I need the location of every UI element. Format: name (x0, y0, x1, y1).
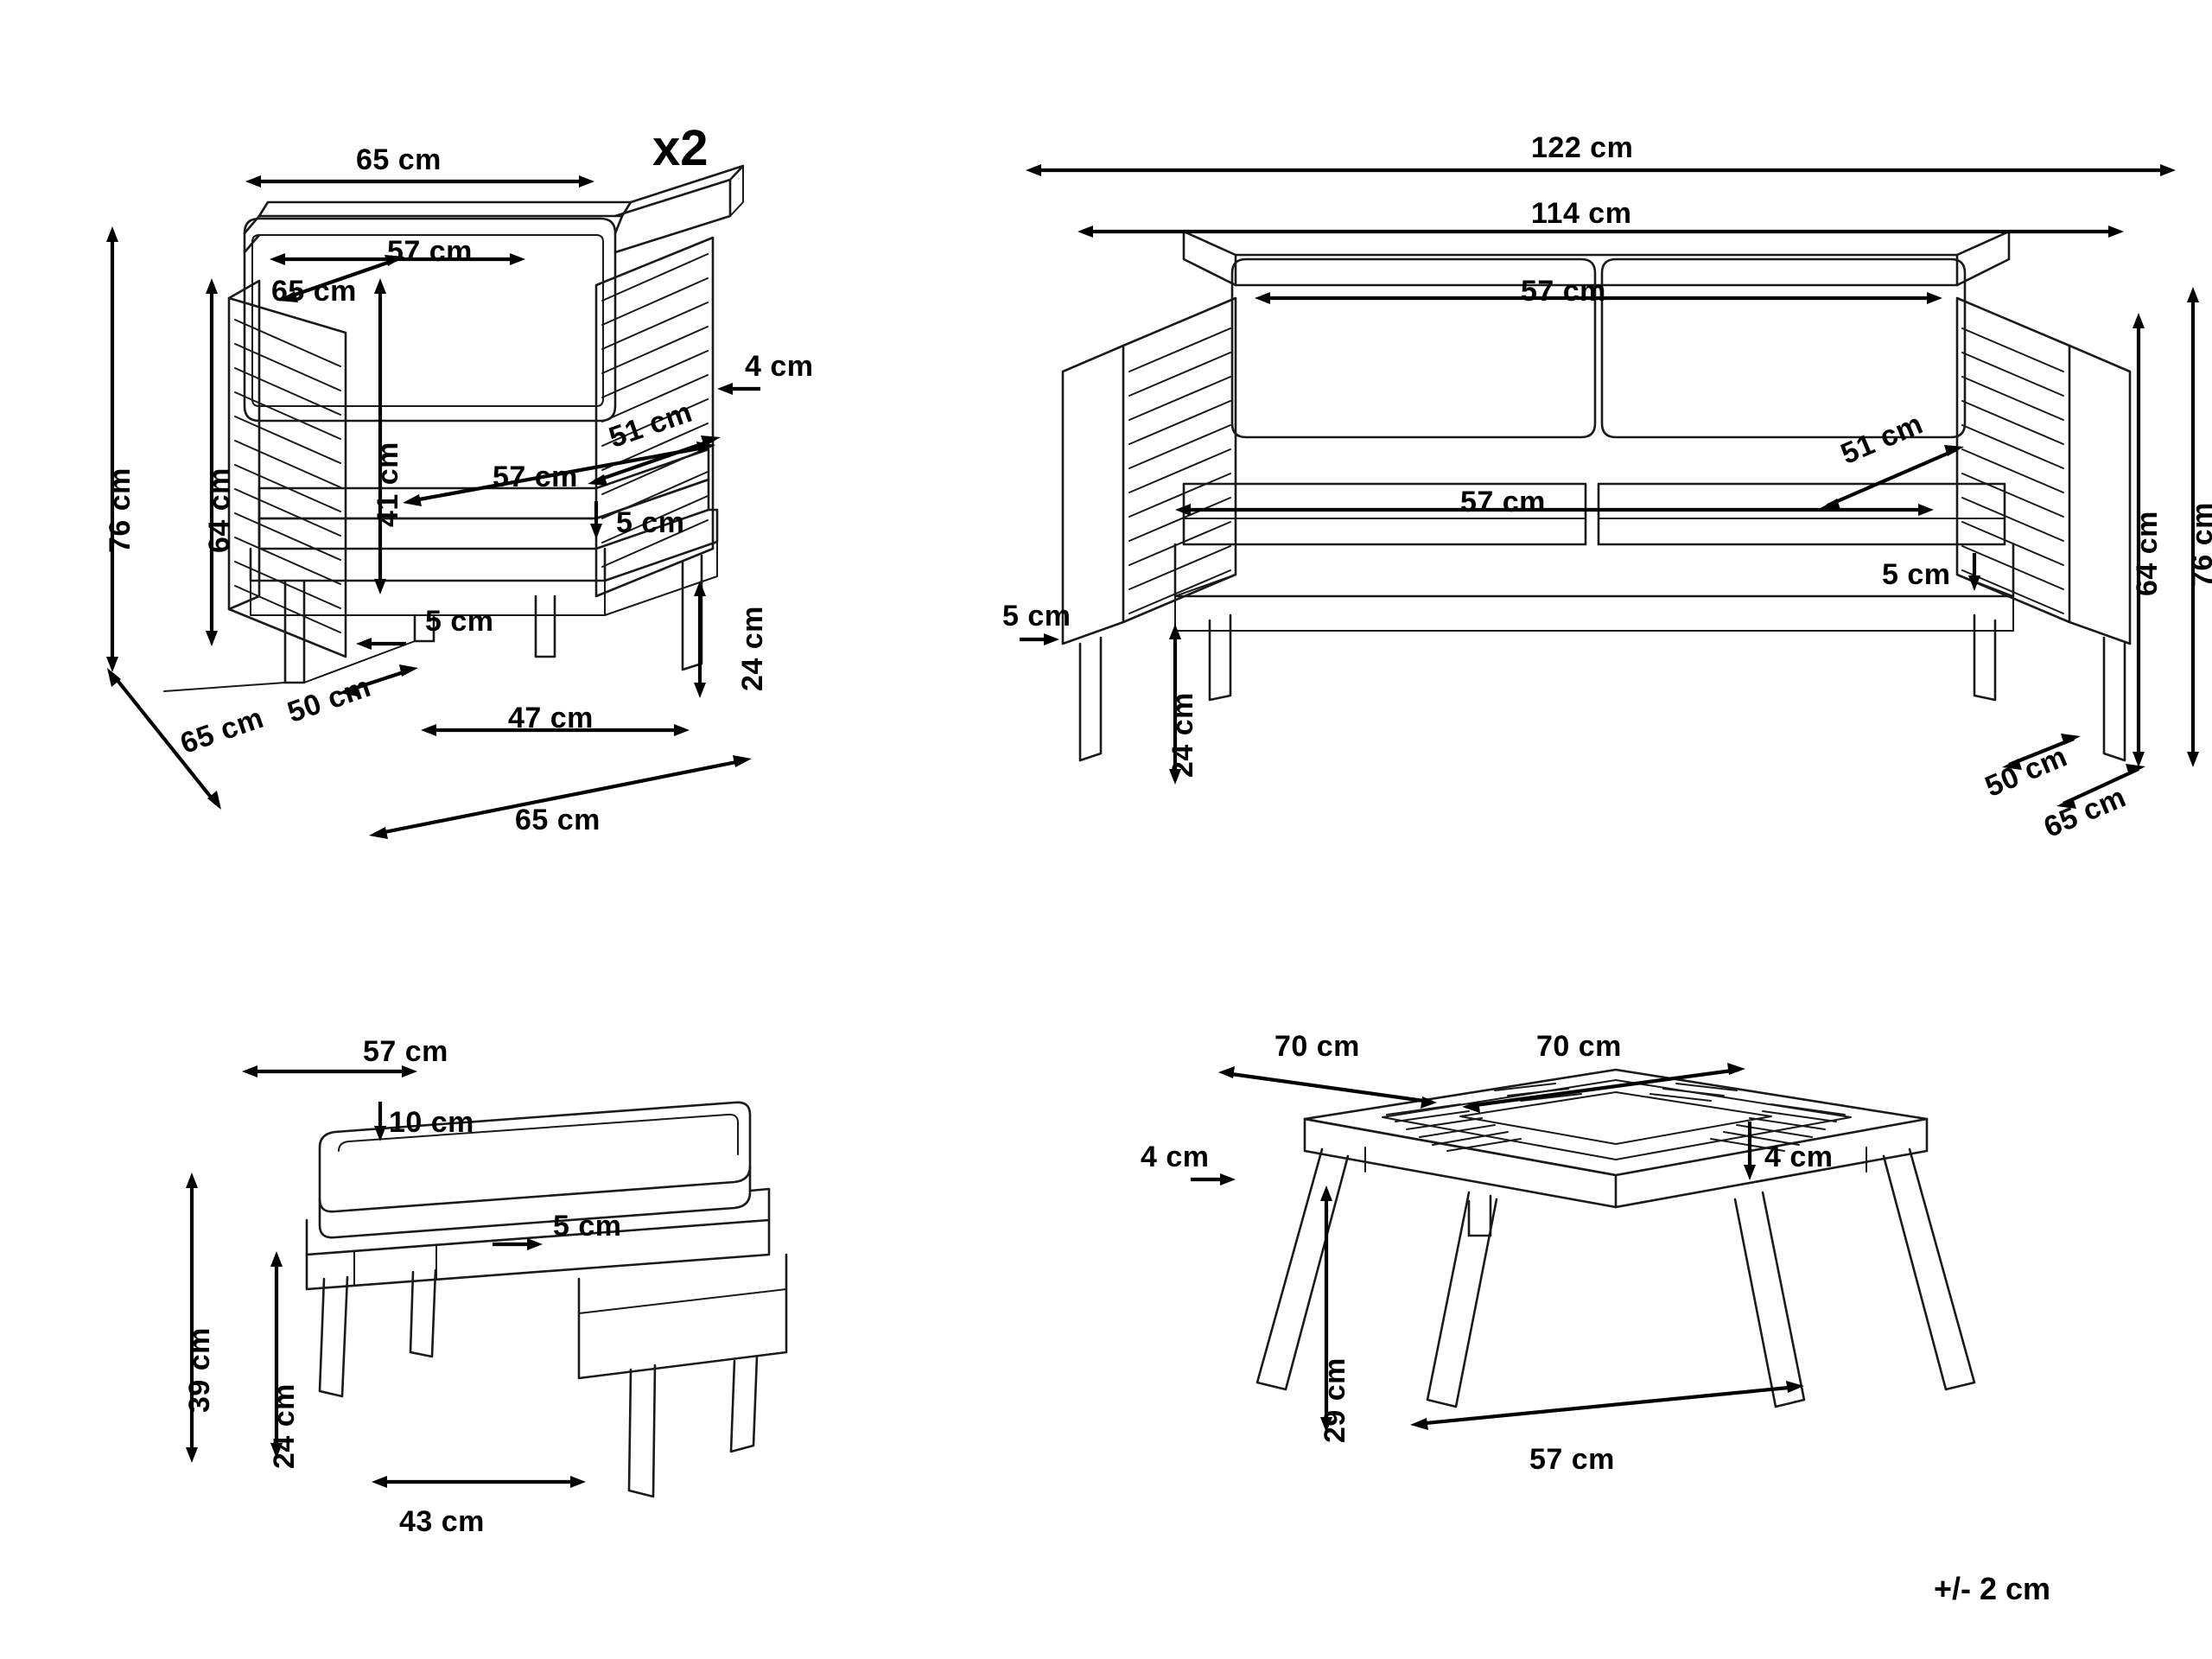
sofa-dim-frame-thickness: 5 cm (1002, 600, 1071, 632)
sofa-dimension-lines (1020, 164, 2199, 809)
sofa-dim-leg-height: 24 cm (1166, 692, 1199, 778)
sofa-dim-total-width: 122 cm (1531, 131, 1634, 164)
armchair-dim-backrest-width: 57 cm (387, 235, 473, 268)
coffee-table-frame (1255, 1068, 1976, 1408)
ottoman-dim-cushion-thickness: 10 cm (389, 1106, 474, 1139)
tolerance-note: +/- 2 cm (1934, 1571, 2051, 1606)
armchair-dim-base-width: 47 cm (508, 702, 594, 734)
armchair-dim-total-height: 76 cm (104, 467, 137, 553)
ottoman-dim-leg-height: 24 cm (268, 1383, 301, 1469)
armchair-dim-armrest-depth: 65 cm (271, 275, 357, 308)
ottoman-dim-frame-thickness: 5 cm (553, 1210, 622, 1243)
ottoman-dim-base-width: 43 cm (399, 1505, 485, 1538)
armchair-quantity-tag: x2 (652, 120, 709, 176)
armchair-dim-overall-depth-front: 65 cm (515, 804, 601, 836)
coffee-table-dimension-lines (1191, 1063, 1804, 1433)
ottoman-drawing (305, 1101, 788, 1498)
armchair-dim-seat-width: 57 cm (493, 461, 578, 493)
armchair-dim-leg-height: 24 cm (736, 606, 769, 691)
coffee-table-dim-top-width-left: 70 cm (1274, 1030, 1360, 1063)
coffee-table-dim-top-width-right: 70 cm (1536, 1030, 1622, 1063)
coffee-table-dim-base-width: 57 cm (1529, 1443, 1615, 1476)
ottoman-diagram: 57 cm 10 cm 39 cm 5 cm 24 cm 43 cm (183, 1020, 994, 1607)
coffee-table-dim-total-height: 29 cm (1319, 1357, 1351, 1443)
sofa-dim-armrest-height: 64 cm (2131, 511, 2164, 596)
sofa-dim-total-height: 76 cm (2186, 502, 2212, 588)
armchair-dimension-lines (106, 175, 760, 839)
sofa-dim-inner-width: 114 cm (1531, 197, 1632, 230)
ottoman-dim-top-width: 57 cm (363, 1035, 448, 1068)
sofa-diagram: 122 cm 114 cm 57 cm 51 cm 57 cm 5 cm 5 c… (1002, 0, 2212, 881)
coffee-table-top-weave (1386, 1083, 1846, 1152)
armchair-diagram: x2 65 cm 57 cm 65 cm 76 cm 64 cm 41 cm 4… (0, 0, 864, 881)
armchair-dim-backrest-height: 41 cm (372, 442, 404, 527)
armchair-frame (163, 164, 745, 692)
ottoman-frame (305, 1101, 788, 1498)
sofa-left-panel-weave (1128, 327, 1231, 614)
armchair-dim-seat-cushion-thickness: 5 cm (616, 506, 685, 539)
sofa-dim-seat-cushion-width: 57 cm (1460, 486, 1546, 518)
sofa-frame (1061, 230, 2132, 762)
armchair-dim-top-width: 65 cm (356, 143, 442, 176)
armchair-dim-frame-thickness: 5 cm (425, 605, 494, 638)
armchair-drawing (163, 164, 745, 692)
ottoman-dim-total-height: 39 cm (183, 1327, 216, 1413)
coffee-table-dim-top-thickness-left: 4 cm (1141, 1141, 1210, 1173)
coffee-table-diagram: 70 cm 70 cm 4 cm 4 cm 29 cm 57 cm (1141, 1020, 2160, 1624)
armchair-dim-armrest-height: 64 cm (203, 467, 236, 553)
sofa-dim-backrest-cushion-width: 57 cm (1521, 275, 1606, 308)
ottoman-dimension-lines (186, 1065, 586, 1488)
coffee-table-drawing (1255, 1068, 1976, 1408)
armchair-dim-back-cushion-thickness: 4 cm (745, 350, 814, 383)
sofa-drawing (1061, 230, 2132, 762)
coffee-table-dim-top-thickness-right: 4 cm (1764, 1141, 1834, 1173)
sofa-dim-seat-cushion-thickness: 5 cm (1882, 558, 1951, 591)
